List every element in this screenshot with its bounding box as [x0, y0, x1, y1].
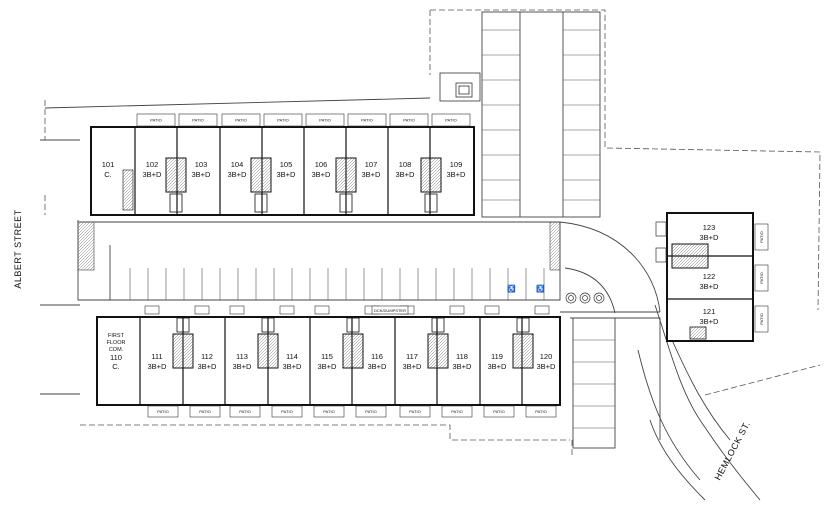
patio-label: PATIO: [403, 118, 414, 123]
property-boundary: [44, 9, 821, 455]
patio-label: PATIO: [150, 118, 161, 123]
unit-115-number: 115: [321, 352, 333, 361]
unit-114-type: 3B+D: [283, 362, 303, 371]
unit-107-number: 107: [365, 160, 378, 169]
unit-103-number: 103: [195, 160, 208, 169]
east-building: PATIO PATIO PATIO 123 3B+D 122 3B+D 121 …: [655, 212, 769, 342]
unit-112-type: 3B+D: [198, 362, 218, 371]
unit-122-number: 122: [703, 272, 716, 281]
unit-102-number: 102: [146, 160, 159, 169]
north-building: PATIO PATIO PATIO PATIO PATIO PATIO PATI…: [90, 113, 475, 216]
unit-105-type: 3B+D: [277, 170, 297, 179]
first-floor-label: FIRST: [108, 333, 125, 339]
unit-120-number: 120: [540, 352, 553, 361]
unit-116-number: 116: [371, 352, 383, 361]
albert-street-label: ALBERT STREET: [13, 209, 23, 288]
unit-123-type: 3B+D: [700, 233, 720, 242]
unit-120-type: 3B+D: [537, 362, 557, 371]
unit-118-type: 3B+D: [453, 362, 473, 371]
patio-label: PATIO: [323, 409, 334, 414]
mailbox-structure: [439, 72, 481, 102]
top-lot-stalls: [482, 29, 600, 201]
unit-104-number: 104: [231, 160, 244, 169]
unit-103-type: 3B+D: [192, 170, 212, 179]
unit-122-type: 3B+D: [700, 282, 720, 291]
patio-label: PATIO: [239, 409, 250, 414]
unit-108-number: 108: [399, 160, 412, 169]
hatched-pad-west: [77, 221, 95, 271]
patio-label: PATIO: [445, 118, 456, 123]
unit-117-number: 117: [406, 352, 418, 361]
roads: [40, 11, 761, 501]
unit-108-type: 3B+D: [396, 170, 416, 179]
unit-101-type: C.: [104, 170, 112, 179]
unit-113-type: 3B+D: [233, 362, 253, 371]
unit-106-type: 3B+D: [312, 170, 332, 179]
unit-109-number: 109: [450, 160, 463, 169]
utility-circles: [565, 292, 605, 304]
unit-111-number: 111: [151, 352, 162, 361]
patio-label: PATIO: [535, 409, 546, 414]
patio-label: PATIO: [281, 409, 292, 414]
unit-106-number: 106: [315, 160, 328, 169]
accessible-icon: ♿: [507, 284, 516, 293]
unit-111-type: 3B+D: [148, 362, 168, 371]
bottom-lot-stalls: [573, 339, 615, 429]
unit-123-number: 123: [703, 223, 716, 232]
dumpster-label: DCK/DUMPSTER: [374, 308, 406, 313]
unit-117-type: 3B+D: [403, 362, 423, 371]
stairwells-south: [172, 333, 534, 369]
patio-label: PATIO: [493, 409, 504, 414]
unit-118-number: 118: [456, 352, 468, 361]
patio-label: PATIO: [235, 118, 246, 123]
patio-label: PATIO: [759, 272, 764, 283]
unit-119-type: 3B+D: [488, 362, 508, 371]
patio-label: PATIO: [451, 409, 462, 414]
unit-119-number: 119: [491, 352, 503, 361]
unit-109-type: 3B+D: [447, 170, 467, 179]
first-floor-label: FLOOR: [107, 340, 126, 346]
unit-121-type: 3B+D: [700, 317, 720, 326]
patio-label: PATIO: [192, 118, 203, 123]
accessible-icon: ♿: [536, 284, 545, 293]
patio-label: PATIO: [409, 409, 420, 414]
middle-lot-stalls: [129, 268, 545, 300]
unit-110-type: C.: [112, 362, 120, 371]
patio-label: PATIO: [759, 231, 764, 242]
unit-104-type: 3B+D: [228, 170, 248, 179]
patio-label: PATIO: [759, 313, 764, 324]
unit-102-type: 3B+D: [143, 170, 163, 179]
first-floor-label: COM.: [109, 347, 124, 353]
patio-label: PATIO: [319, 118, 330, 123]
unit-113-number: 113: [236, 352, 248, 361]
unit-116-type: 3B+D: [368, 362, 388, 371]
south-building: DCK/DUMPSTER PATIO PATIO PATIO PATIO PAT…: [96, 305, 561, 418]
hemlock-street-label: HEMLOCK ST.: [713, 419, 753, 482]
patio-label: PATIO: [365, 409, 376, 414]
unit-115-type: 3B+D: [318, 362, 338, 371]
unit-105-number: 105: [280, 160, 293, 169]
unit-110-number: 110: [110, 353, 122, 362]
patio-label: PATIO: [199, 409, 210, 414]
patio-label: PATIO: [157, 409, 168, 414]
unit-112-number: 112: [201, 352, 213, 361]
patio-label: PATIO: [361, 118, 372, 123]
stairwells-north: [122, 157, 442, 211]
unit-101-number: 101: [102, 160, 115, 169]
patio-label: PATIO: [277, 118, 288, 123]
unit-121-number: 121: [703, 307, 716, 316]
unit-107-type: 3B+D: [362, 170, 382, 179]
unit-114-number: 114: [286, 352, 298, 361]
hatched-pad-east: [549, 221, 561, 271]
